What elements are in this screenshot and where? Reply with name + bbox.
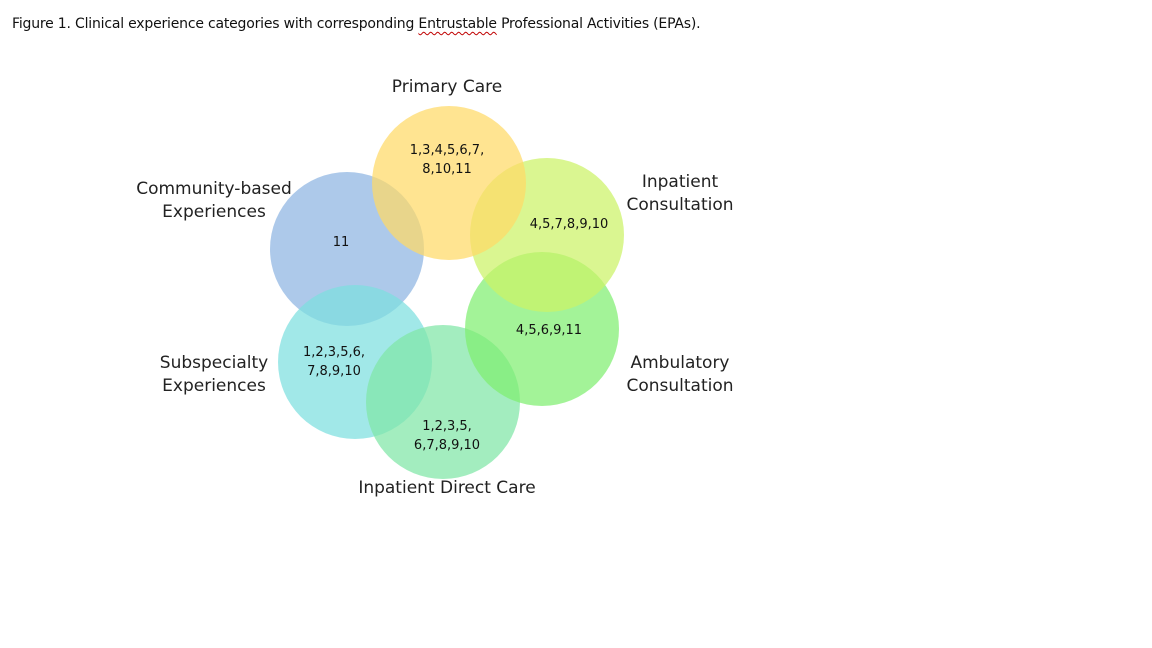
epa-line: 1,3,4,5,6,7,: [409, 143, 485, 158]
label-community-based-experiences: Community-based Experiences: [124, 178, 304, 224]
label-line: Ambulatory: [630, 353, 730, 373]
epa-line: 6,7,8,9,10: [413, 438, 481, 453]
label-line: Subspecialty: [159, 353, 269, 373]
label-line: Consultation: [626, 376, 734, 396]
epa-community-based-experiences: 11: [281, 233, 401, 252]
label-line: Inpatient: [641, 172, 719, 192]
epa-line: 1,2,3,5,6,: [302, 345, 366, 360]
label-line: Experiences: [162, 202, 266, 222]
caption-spellcheck-word: Entrustable: [418, 16, 497, 32]
epa-ambulatory-consultation: 4,5,6,9,11: [489, 321, 609, 340]
label-line: Inpatient Direct Care: [358, 478, 536, 498]
epa-subspecialty-experiences: 1,2,3,5,6, 7,8,9,10: [274, 343, 394, 381]
epa-line: 8,10,11: [422, 162, 472, 177]
label-line: Community-based: [136, 179, 292, 199]
epa-inpatient-consultation: 4,5,7,8,9,10: [509, 215, 629, 234]
label-primary-care: Primary Care: [347, 76, 547, 99]
label-line: Primary Care: [391, 77, 503, 97]
epa-primary-care: 1,3,4,5,6,7, 8,10,11: [387, 141, 507, 179]
label-subspecialty-experiences: Subspecialty Experiences: [134, 352, 294, 398]
label-inpatient-direct-care: Inpatient Direct Care: [337, 477, 557, 500]
epa-line: 1,2,3,5,: [422, 419, 472, 434]
epa-line: 7,8,9,10: [307, 364, 361, 379]
epa-line: 4,5,6,9,11: [515, 323, 583, 338]
epa-inpatient-direct-care: 1,2,3,5, 6,7,8,9,10: [387, 417, 507, 455]
caption-prefix: Figure 1. Clinical experience categories…: [12, 16, 419, 32]
epa-line: 11: [332, 235, 350, 250]
label-ambulatory-consultation: Ambulatory Consultation: [600, 352, 760, 398]
figure-caption: Figure 1. Clinical experience categories…: [12, 16, 701, 32]
epa-line: 4,5,7,8,9,10: [529, 217, 609, 232]
caption-suffix: Professional Activities (EPAs).: [496, 16, 701, 32]
label-inpatient-consultation: Inpatient Consultation: [600, 171, 760, 217]
circle-primary-care: [372, 106, 526, 260]
label-line: Experiences: [162, 376, 266, 396]
label-line: Consultation: [626, 195, 734, 215]
